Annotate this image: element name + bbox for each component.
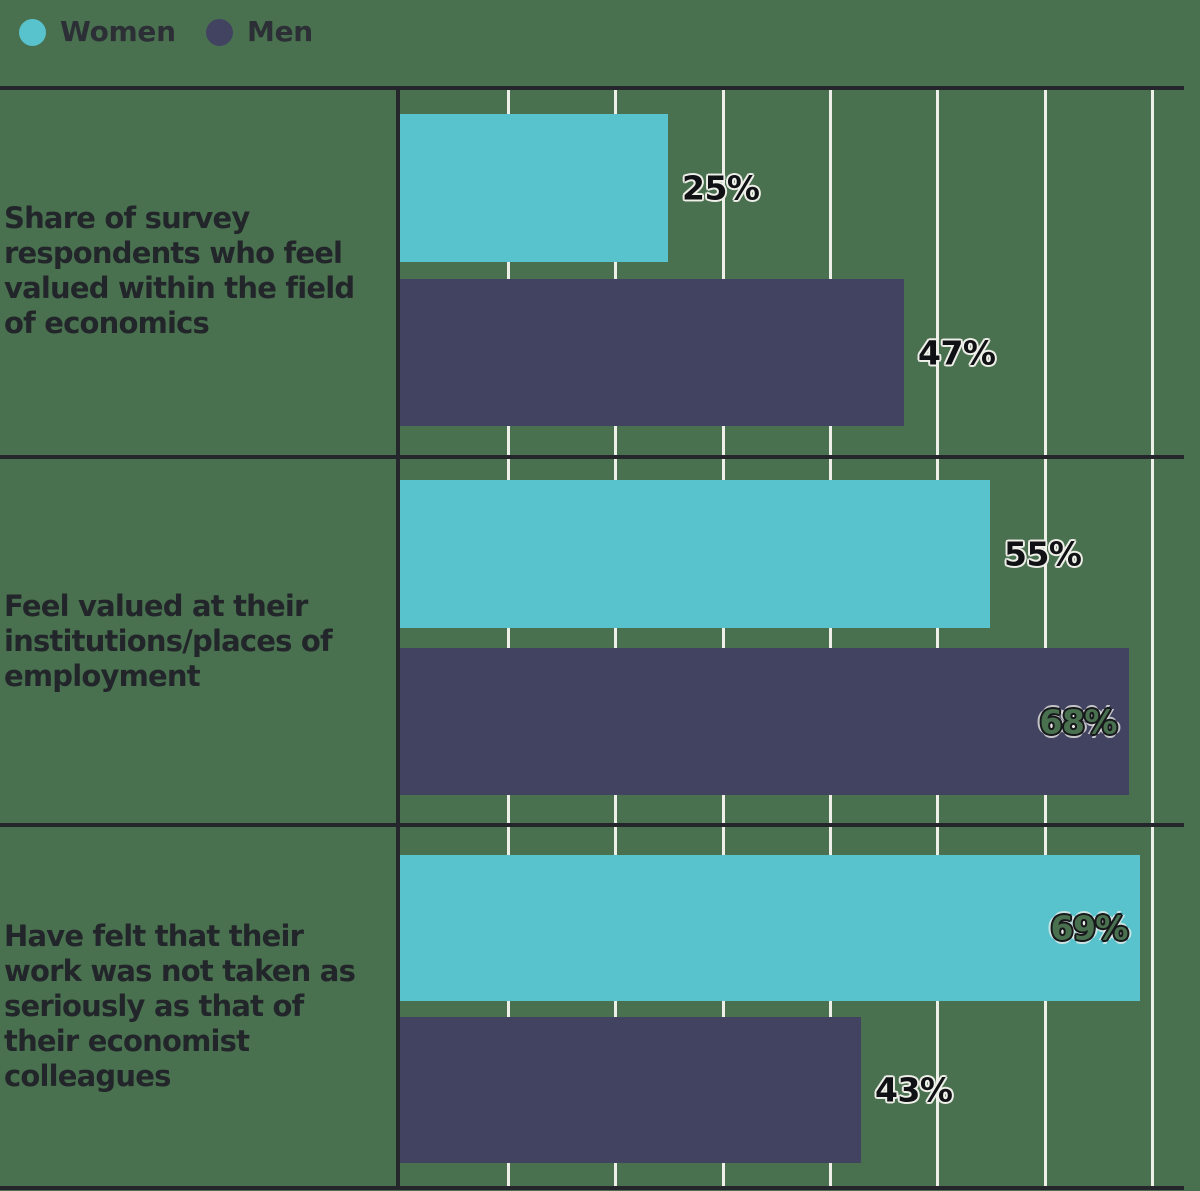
y-axis-line bbox=[396, 86, 400, 1190]
legend-label-women: Women bbox=[60, 14, 176, 48]
plot-bottom-rule bbox=[0, 1186, 1184, 1190]
gridline-10pct bbox=[507, 90, 510, 1186]
category-label-work-not-taken-seriously: Have felt that their work was not taken … bbox=[4, 919, 356, 1093]
legend-item-men: Men bbox=[206, 0, 313, 64]
value-label-men-feel-valued-institution: 68% bbox=[1039, 702, 1118, 741]
legend-item-women: Women bbox=[19, 0, 176, 64]
bar-women-feel-valued-field: 25% bbox=[400, 114, 760, 262]
group-separator-rule bbox=[0, 455, 1184, 459]
bar-men-feel-valued-field: 47% bbox=[400, 279, 996, 426]
legend-swatch-women-icon bbox=[19, 18, 46, 46]
gridline-50pct bbox=[936, 90, 939, 1186]
plot-top-rule bbox=[0, 86, 1184, 90]
legend: Women Men bbox=[0, 0, 1200, 64]
gridline-20pct bbox=[614, 90, 617, 1186]
value-label-women-work-not-taken-seriously: 69% bbox=[1050, 908, 1129, 948]
bar-women-feel-valued-institution: 55% bbox=[400, 480, 1082, 628]
gridline-60pct bbox=[1044, 90, 1047, 1186]
value-label-women-feel-valued-institution: 55% bbox=[1004, 534, 1082, 574]
bar-men-work-not-taken-seriously: 43% bbox=[400, 1017, 953, 1163]
gridline-30pct bbox=[722, 90, 725, 1186]
category-label-feel-valued-field: Share of survey respondents who feel val… bbox=[4, 201, 355, 340]
gridline-40pct bbox=[829, 90, 832, 1186]
value-label-men-feel-valued-field: 47% bbox=[918, 333, 996, 372]
group-separator-rule bbox=[0, 823, 1184, 827]
gridline-70pct bbox=[1151, 90, 1154, 1186]
legend-label-men: Men bbox=[247, 14, 313, 48]
value-label-men-work-not-taken-seriously: 43% bbox=[875, 1070, 953, 1110]
bar-men-feel-valued-institution: 68% bbox=[400, 648, 1129, 795]
legend-swatch-men-icon bbox=[206, 18, 233, 46]
bar-women-work-not-taken-seriously: 69% bbox=[400, 855, 1140, 1001]
value-label-women-feel-valued-field: 25% bbox=[682, 168, 760, 208]
category-label-feel-valued-institution: Feel valued at their institutions/places… bbox=[4, 588, 333, 693]
